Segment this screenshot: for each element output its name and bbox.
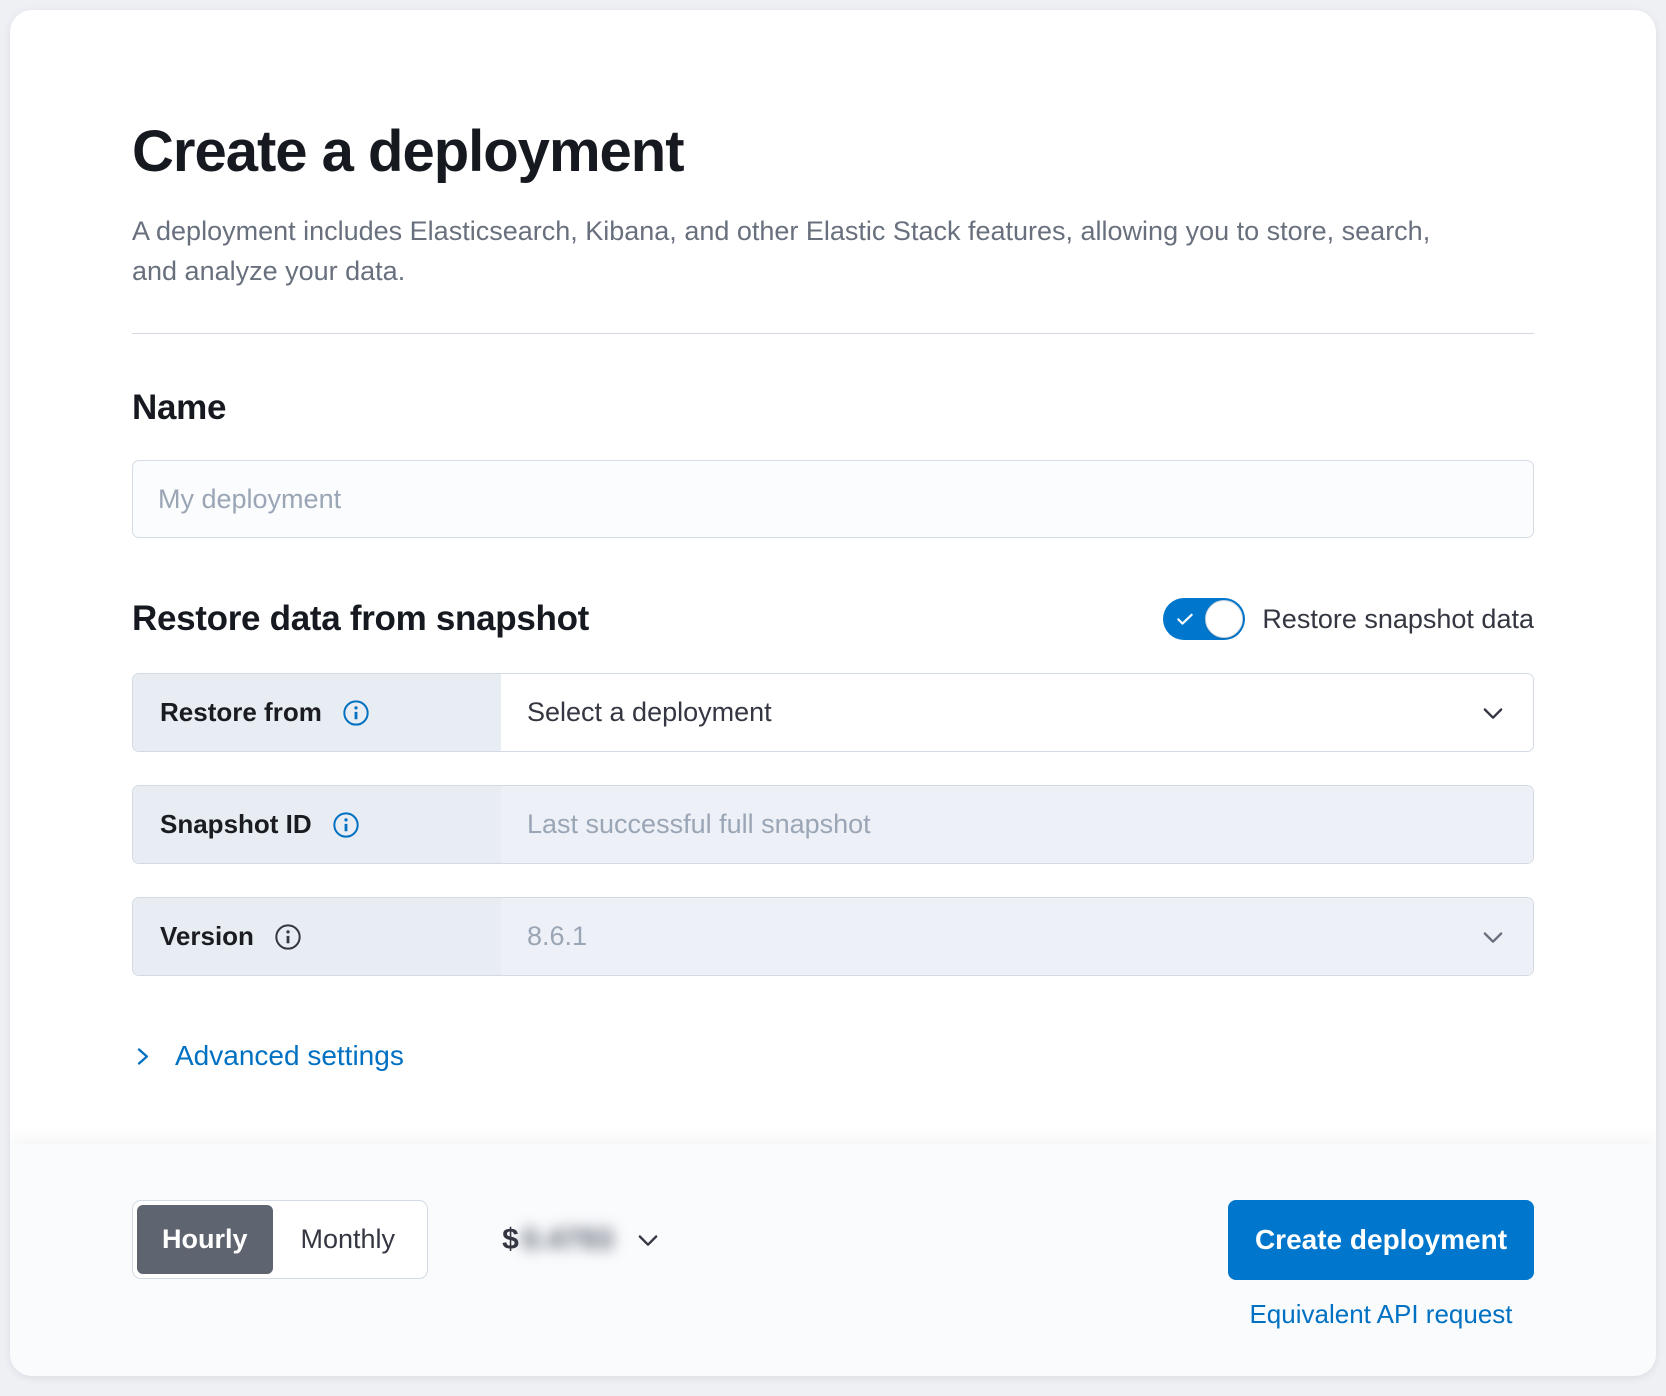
restore-from-select-value: Select a deployment xyxy=(527,697,772,727)
advanced-settings-link[interactable]: Advanced settings xyxy=(132,1040,404,1072)
snapshot-id-placeholder: Last successful full snapshot xyxy=(527,809,871,839)
info-icon[interactable] xyxy=(342,699,370,727)
billing-monthly-button[interactable]: Monthly xyxy=(273,1205,424,1274)
restore-snapshot-toggle-wrap: Restore snapshot data xyxy=(1163,598,1534,640)
snapshot-id-label-cell: Snapshot ID xyxy=(133,786,501,863)
snapshot-id-input[interactable]: Last successful full snapshot xyxy=(501,786,1533,863)
version-label-cell: Version xyxy=(133,898,501,975)
create-deployment-button[interactable]: Create deployment xyxy=(1228,1200,1534,1280)
page-subtitle: A deployment includes Elasticsearch, Kib… xyxy=(132,216,1431,286)
price-breakdown-chevron-icon[interactable] xyxy=(634,1226,662,1254)
chevron-down-icon xyxy=(1479,923,1507,951)
equivalent-api-request-link[interactable]: Equivalent API request xyxy=(1249,1299,1513,1329)
check-icon xyxy=(1175,609,1195,629)
main-content: Create a deployment A deployment include… xyxy=(10,10,1656,1144)
price-amount-blurred: 0.4793 xyxy=(521,1222,614,1256)
snapshot-id-label: Snapshot ID xyxy=(160,809,312,839)
chevron-down-icon xyxy=(1479,699,1507,727)
page-title: Create a deployment xyxy=(132,119,685,184)
version-row: Version 8.6.1 xyxy=(132,897,1534,976)
deployment-name-input[interactable] xyxy=(132,460,1534,538)
info-icon[interactable] xyxy=(332,811,360,839)
header-divider xyxy=(132,333,1534,334)
chevron-right-icon xyxy=(132,1046,153,1067)
billing-hourly-button[interactable]: Hourly xyxy=(137,1205,273,1274)
restore-from-label: Restore from xyxy=(160,697,322,727)
snapshot-id-row: Snapshot ID Last successful full snapsho… xyxy=(132,785,1534,864)
create-deployment-card: Create a deployment A deployment include… xyxy=(10,10,1656,1376)
version-select[interactable]: 8.6.1 xyxy=(501,898,1533,975)
restore-from-row: Restore from Select a deployment xyxy=(132,673,1534,752)
footer-actions: Create deployment Equivalent API request xyxy=(1228,1200,1534,1330)
restore-snapshot-toggle[interactable] xyxy=(1163,598,1246,640)
info-icon[interactable] xyxy=(274,923,302,951)
price-currency: $ xyxy=(502,1222,519,1256)
version-label: Version xyxy=(160,921,254,951)
version-select-value: 8.6.1 xyxy=(527,921,588,951)
restore-from-label-cell: Restore from xyxy=(133,674,501,751)
footer-bar: Hourly Monthly $ 0.4793 Create deploymen… xyxy=(10,1144,1656,1376)
advanced-settings-label: Advanced settings xyxy=(175,1040,404,1071)
name-section-heading: Name xyxy=(132,388,227,427)
billing-interval-group: Hourly Monthly xyxy=(132,1200,429,1279)
snapshot-section-heading: Restore data from snapshot xyxy=(132,599,590,638)
snapshot-heading-row: Restore data from snapshot Restore snaps… xyxy=(132,598,1534,640)
restore-from-select[interactable]: Select a deployment xyxy=(501,674,1533,751)
restore-snapshot-toggle-label: Restore snapshot data xyxy=(1262,603,1534,634)
toggle-knob xyxy=(1205,600,1244,638)
price-display: $ 0.4793 xyxy=(502,1200,661,1279)
